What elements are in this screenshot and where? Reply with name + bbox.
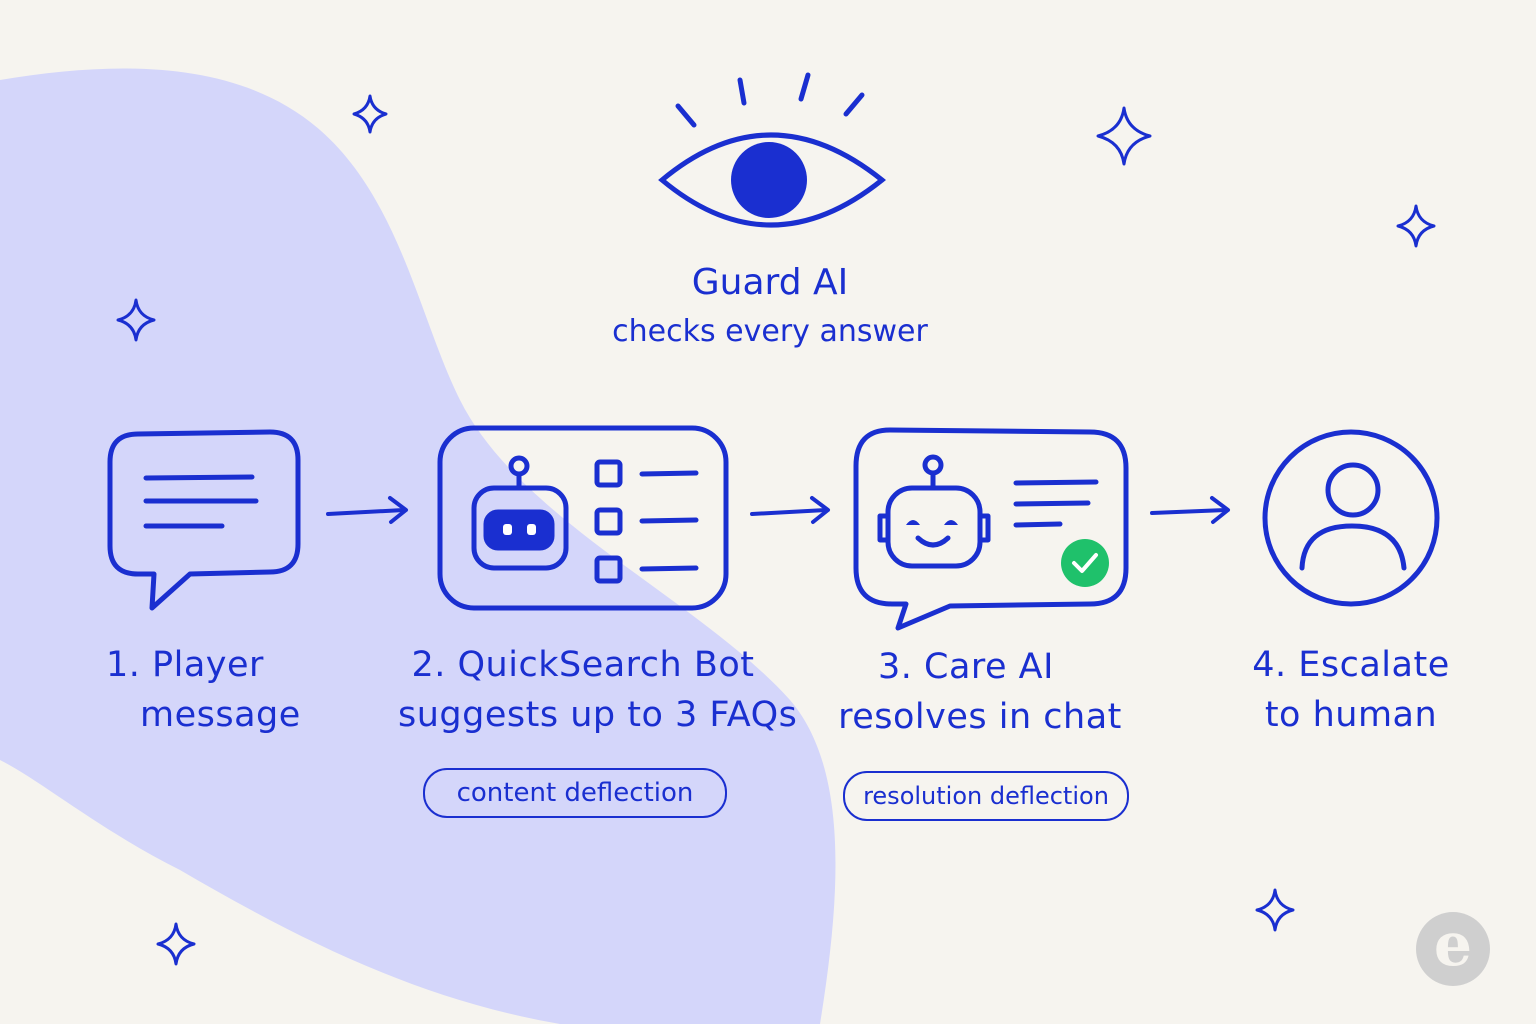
faq-bot-icon bbox=[437, 425, 729, 611]
step-1-line2: message bbox=[140, 695, 301, 735]
step-4-label: 4. Escalate to human bbox=[1236, 640, 1466, 740]
step-2-line2: suggests up to 3 FAQs bbox=[398, 695, 798, 735]
step-2-label: 2. QuickSearch Bot suggests up to 3 FAQs bbox=[398, 640, 798, 740]
content-deflection-tag: content deflection bbox=[423, 768, 727, 818]
step-3-label: 3. Care AI resolves in chat bbox=[820, 642, 1140, 742]
sparkle-icon bbox=[156, 922, 196, 966]
step-2-line1: 2. QuickSearch Bot bbox=[411, 645, 755, 685]
arrow-icon bbox=[1150, 496, 1230, 524]
arrow-icon bbox=[750, 496, 830, 524]
arrow-icon bbox=[326, 496, 408, 524]
sparkle-icon bbox=[1396, 204, 1436, 248]
resolution-deflection-tag: resolution deflection bbox=[843, 771, 1129, 821]
step-4-line2: to human bbox=[1264, 695, 1438, 735]
eye-icon bbox=[658, 72, 886, 228]
guard-ai-subtitle: checks every answer bbox=[612, 314, 928, 349]
step-1-label: 1. Player message bbox=[80, 640, 320, 740]
sparkle-icon bbox=[116, 298, 156, 342]
guard-ai-title: Guard AI bbox=[691, 262, 849, 303]
step-3-line2: resolves in chat bbox=[838, 697, 1122, 737]
sparkle-icon bbox=[1255, 888, 1295, 932]
sparkle-icon bbox=[352, 94, 388, 134]
chat-bubble-icon bbox=[107, 429, 301, 611]
care-ai-chat-icon bbox=[853, 427, 1129, 631]
brand-logo: e bbox=[1416, 912, 1490, 986]
step-4-line1: 4. Escalate bbox=[1252, 645, 1450, 685]
human-avatar-icon bbox=[1262, 429, 1440, 607]
sparkle-icon bbox=[1096, 106, 1152, 166]
step-3-line1: 3. Care AI bbox=[878, 647, 1054, 687]
step-1-line1: 1. Player bbox=[106, 645, 264, 685]
background-blob bbox=[0, 68, 836, 1024]
check-badge-icon bbox=[1061, 539, 1109, 587]
